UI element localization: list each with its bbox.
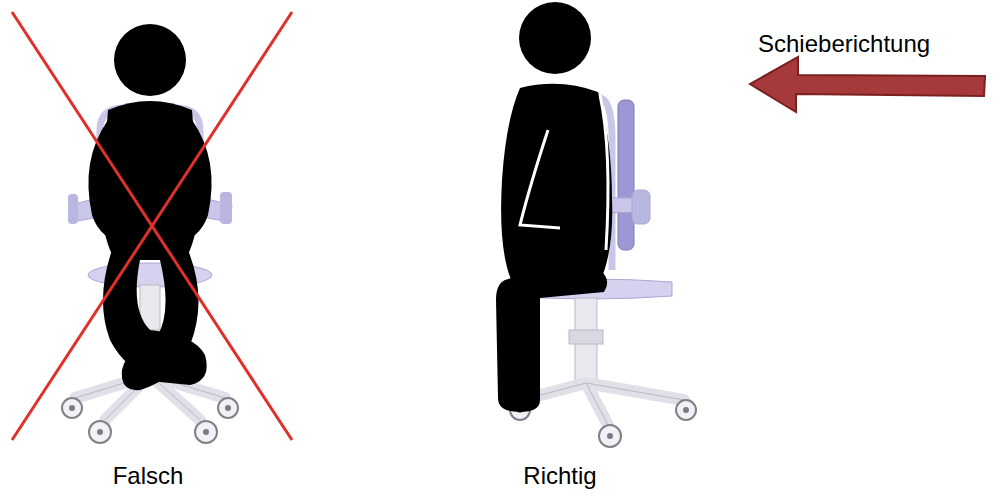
direction-label: Schieberichtung — [758, 30, 930, 58]
caption-wrong: Falsch — [113, 462, 184, 490]
direction-arrow — [750, 57, 985, 112]
back-outline — [600, 95, 608, 250]
person-silhouette-wrong — [88, 24, 211, 390]
arm-outline — [520, 130, 560, 228]
cross-mark — [12, 12, 292, 440]
caption-right: Richtig — [523, 462, 596, 490]
person-silhouette-right — [496, 2, 612, 412]
